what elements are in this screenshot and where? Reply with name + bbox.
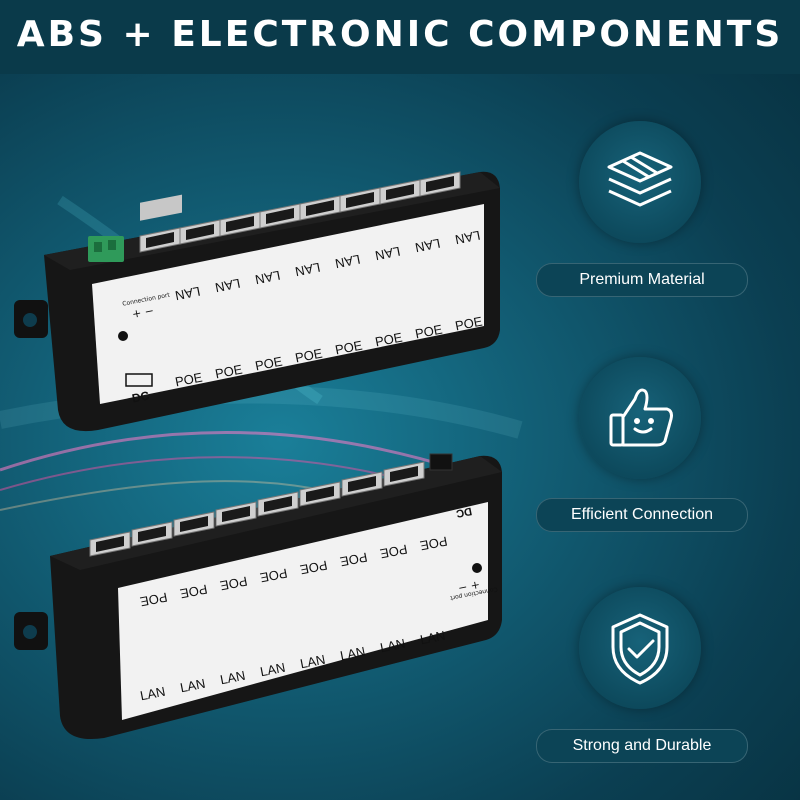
premium-material-badge (579, 121, 701, 243)
layers-icon (607, 151, 673, 207)
port-row (140, 194, 182, 221)
mounting-ear-left (14, 300, 48, 338)
rj45-port (179, 219, 221, 245)
rj45-port (89, 531, 131, 557)
top-banner: ABS + ELECTRONIC COMPONENTS (0, 0, 800, 74)
dc-symbol-icon (125, 373, 153, 387)
rj45-port (219, 211, 261, 237)
strong-durable-badge (579, 587, 701, 709)
rj45-port (173, 511, 215, 537)
thumbs-up-icon (609, 388, 673, 447)
rj45-port (257, 491, 299, 517)
label-panel (118, 502, 488, 720)
rj45-port (419, 171, 461, 197)
dc-jack (429, 453, 453, 471)
terminal-block (88, 236, 124, 262)
rj45-port (299, 481, 341, 507)
efficient-connection-label: Efficient Connection (536, 498, 748, 532)
led-indicator (118, 331, 128, 341)
banner-title: ABS + ELECTRONIC COMPONENTS (16, 14, 784, 55)
rj45-port (339, 187, 381, 213)
rj45-port (215, 501, 257, 527)
strong-durable-label: Strong and Durable (536, 729, 748, 763)
led-indicator (472, 563, 482, 573)
rj45-port (383, 461, 425, 487)
efficient-connection-badge (579, 357, 701, 479)
premium-material-label: Premium Material (536, 263, 748, 297)
rj45-port (341, 471, 383, 497)
shield-check-icon (611, 613, 669, 685)
mounting-ear-left (14, 612, 48, 650)
rj45-port (131, 521, 173, 547)
label-panel (92, 204, 484, 404)
